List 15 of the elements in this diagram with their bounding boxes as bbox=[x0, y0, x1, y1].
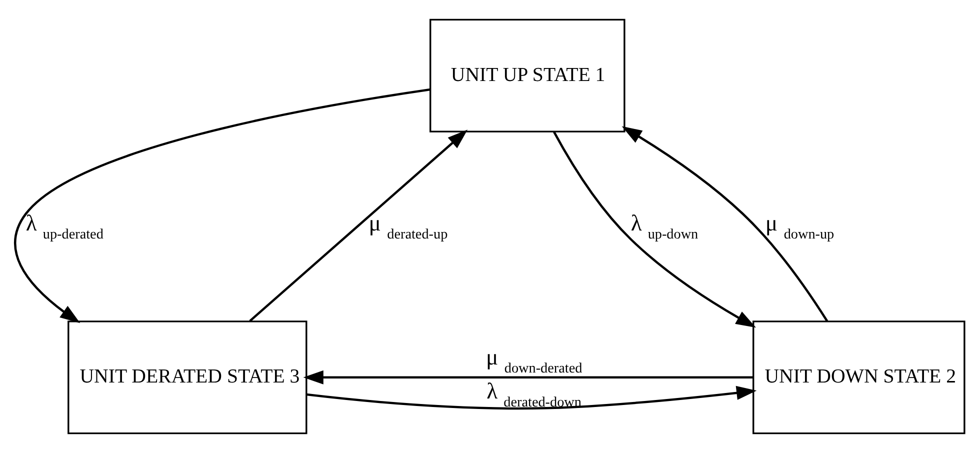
edge-label: μ $_{derated-up}$ bbox=[368, 210, 448, 242]
arrow bbox=[306, 385, 757, 410]
arrow bbox=[622, 126, 828, 322]
edge-label: λ $_{up-derated}$ bbox=[26, 210, 104, 242]
arrow bbox=[553, 130, 756, 328]
node-box: UNIT DOWN STATE 2 bbox=[752, 320, 966, 434]
arrow bbox=[14, 88, 430, 323]
node-box: UNIT UP STATE 1 bbox=[430, 18, 626, 132]
edge-label: μ $_{down-derated}$ bbox=[486, 344, 582, 376]
edge-label: λ $_{up-down}$ bbox=[630, 210, 698, 242]
edge-label: μ $_{down-up}$ bbox=[765, 210, 834, 242]
edge-label: λ $_{derated-down}$ bbox=[486, 378, 582, 410]
arrow bbox=[303, 370, 753, 384]
node-box: UNIT DERATED STATE 3 bbox=[68, 320, 308, 434]
arrow bbox=[249, 129, 468, 322]
